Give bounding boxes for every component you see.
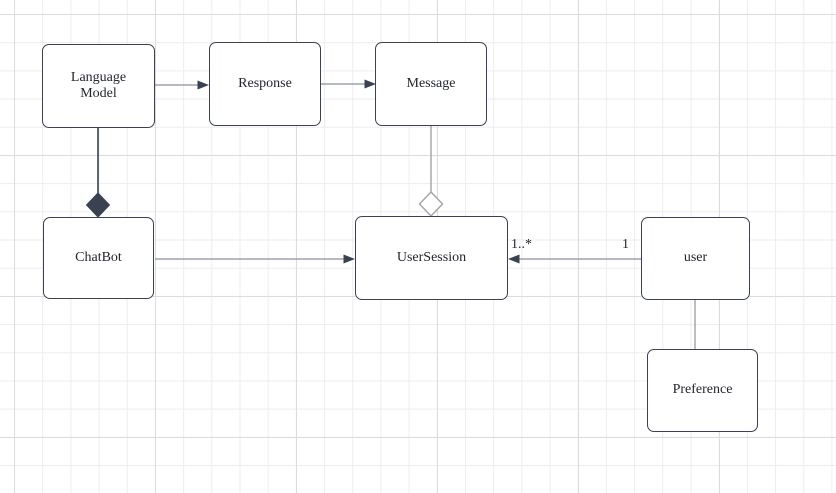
node-label: UserSession [396, 249, 467, 265]
edge-response-message[interactable] [321, 79, 376, 89]
node-label: ChatBot [75, 249, 122, 265]
aggregation-diamond-icon [418, 190, 444, 218]
node-label: user [683, 250, 708, 266]
edge-usersession-message-aggregation[interactable] [418, 126, 444, 218]
node-label: Language Model [70, 69, 127, 101]
edge-languagemodel-response[interactable] [155, 80, 209, 90]
node-response[interactable]: Response [209, 42, 321, 126]
node-usersession[interactable]: UserSession [355, 216, 508, 300]
edge-user-usersession[interactable]: 1..* 1 [508, 237, 641, 264]
node-chatbot[interactable]: ChatBot [43, 217, 154, 299]
node-user[interactable]: user [641, 217, 750, 300]
node-language-model[interactable]: Language Model [42, 44, 155, 128]
node-message[interactable]: Message [375, 42, 487, 126]
node-preference[interactable]: Preference [647, 349, 758, 432]
arrowhead-icon [197, 80, 209, 90]
node-label: Response [238, 75, 292, 91]
edge-label-target-multiplicity[interactable]: 1..* [511, 237, 532, 252]
node-label: Preference [672, 382, 733, 398]
edge-chatbot-usersession[interactable] [155, 254, 355, 264]
node-label: Message [406, 75, 456, 91]
arrowhead-icon [508, 254, 520, 264]
arrowhead-icon [343, 254, 355, 264]
arrowhead-icon [364, 79, 376, 89]
edge-chatbot-languagemodel-composition[interactable] [85, 128, 111, 218]
edge-label-source-multiplicity[interactable]: 1 [622, 237, 629, 252]
composition-diamond-icon [85, 192, 111, 218]
